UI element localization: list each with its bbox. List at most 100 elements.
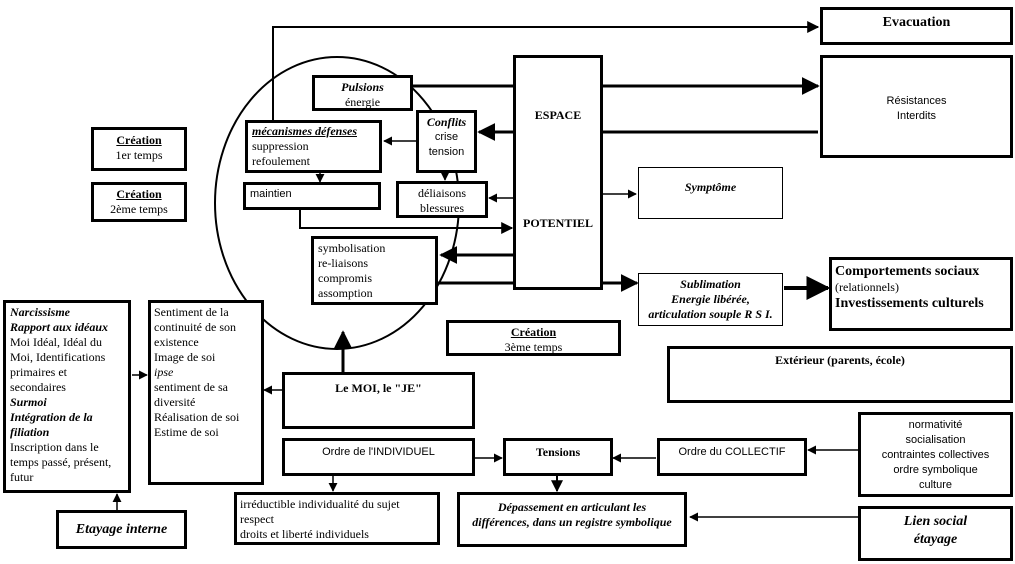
symptome-label: Symptôme: [684, 180, 737, 194]
narcissisme-l2: Rapport aux idéaux: [10, 320, 109, 334]
arrow-maintien-potentiel: [299, 210, 514, 234]
narcissisme-l9: filiation: [10, 425, 50, 439]
creation-2-title: Création: [116, 187, 162, 201]
normativite-box: normativité socialisation contraintes co…: [858, 412, 1013, 497]
deliaisons-line2: blessures: [420, 201, 464, 215]
depassement-l2: différences, dans un registre symbolique: [472, 515, 672, 529]
deliaisons-box: déliaisons blessures: [396, 181, 488, 218]
irreductible-l3: droits et liberté individuels: [240, 527, 369, 541]
sentiment-l2: continuité de son: [154, 320, 236, 334]
symptome-box: Symptôme: [638, 167, 783, 219]
creation-2-box: Création 2ème temps: [91, 182, 187, 222]
tensions-label: Tensions: [535, 445, 581, 459]
narcissisme-l11: temps passé, présent,: [10, 455, 112, 469]
narcissisme-l1: Narcissisme: [10, 305, 70, 319]
creation-1-box: Création 1er temps: [91, 127, 187, 171]
narcissisme-l12: futur: [10, 470, 34, 484]
symbolisation-box: symbolisation re-liaisons compromis asso…: [311, 236, 438, 305]
sentiment-l1: Sentiment de la: [154, 305, 229, 319]
conflits-title: Conflits: [426, 115, 467, 129]
symbolisation-line1: symbolisation: [318, 241, 386, 255]
narcissisme-l8: Intégration de la: [10, 410, 93, 424]
moi-box: Le MOI, le "JE": [282, 372, 475, 429]
sublimation-line2: articulation souple R S I.: [648, 307, 773, 321]
ordre-individuel-box: Ordre de l'INDIVIDUEL: [282, 438, 475, 476]
symbolisation-line2: re-liaisons: [318, 256, 368, 270]
conflits-line2: tension: [428, 146, 465, 158]
narcissisme-box: Narcissisme Rapport aux idéaux Moi Idéal…: [3, 300, 131, 493]
espace-label: ESPACE: [534, 108, 582, 122]
narcissisme-l10: Inscription dans le: [10, 440, 99, 454]
pulsions-title: Pulsions: [341, 80, 384, 94]
sentiment-l4: Image de soi: [154, 350, 216, 364]
creation-1-title: Création: [116, 133, 162, 147]
ordre-collectif-box: Ordre du COLLECTIF: [657, 438, 807, 476]
mecanismes-line1: suppression: [252, 139, 309, 153]
mecanismes-title: mécanismes défenses: [252, 124, 357, 138]
narcissisme-l6: secondaires: [10, 380, 66, 394]
resistances-label: Résistances: [886, 95, 947, 107]
espace-potentiel-box: ESPACE POTENTIEL: [513, 55, 603, 290]
pulsions-box: Pulsions énergie: [312, 75, 413, 111]
lien-social-box: Lien social étayage: [858, 506, 1013, 561]
creation-1-sub: 1er temps: [115, 148, 163, 162]
normativite-l4: ordre symbolique: [893, 464, 978, 476]
sentiment-l5: ipse: [154, 365, 174, 379]
ordre-collectif-label: Ordre du COLLECTIF: [678, 446, 786, 458]
sentiment-box: Sentiment de la continuité de son existe…: [148, 300, 264, 485]
exterieur-box: Extérieur (parents, école): [667, 346, 1013, 403]
mecanismes-box: mécanismes défenses suppression refoulem…: [245, 120, 382, 173]
sentiment-l8: Réalisation de soi: [154, 410, 240, 424]
narcissisme-l7: Surmoi: [10, 395, 47, 409]
etayage-interne-label: Etayage interne: [75, 522, 168, 537]
mecanismes-line2: refoulement: [252, 154, 310, 168]
sentiment-l7: diversité: [154, 395, 196, 409]
narcissisme-l3: Moi Idéal, Idéal du: [10, 335, 102, 349]
moi-label: Le MOI, le "JE": [335, 381, 422, 395]
sentiment-l3: existence: [154, 335, 199, 349]
depassement-l1: Dépassement en articulant les: [497, 500, 647, 514]
creation-3-title: Création: [510, 325, 557, 339]
sublimation-title: Sublimation: [680, 277, 741, 291]
symbolisation-line3: compromis: [318, 271, 372, 285]
depassement-box: Dépassement en articulant les différence…: [457, 492, 687, 547]
interdits-label: Interdits: [896, 110, 937, 122]
arrow-to-evacuation: [272, 21, 820, 120]
symbolisation-line4: assomption: [318, 286, 373, 300]
etayage-interne-box: Etayage interne: [56, 510, 187, 549]
pulsions-sub: énergie: [344, 95, 381, 109]
potentiel-label: POTENTIEL: [522, 216, 594, 230]
lien-social-l2: étayage: [913, 532, 958, 547]
maintien-label: maintien: [250, 188, 292, 200]
investissements-title: Investissements culturels: [835, 296, 984, 311]
comportements-box: Comportements sociaux (relationnels) Inv…: [829, 257, 1013, 331]
lien-social-l1: Lien social: [903, 514, 968, 529]
comportements-sub: (relationnels): [835, 280, 899, 294]
creation-2-sub: 2ème temps: [110, 202, 168, 216]
conflits-line1: crise: [434, 131, 459, 143]
narcissisme-l5: primaires et: [10, 365, 67, 379]
normativite-l2: socialisation: [905, 434, 966, 446]
normativite-l1: normativité: [908, 419, 963, 431]
ordre-individuel-label: Ordre de l'INDIVIDUEL: [322, 446, 435, 458]
maintien-box: maintien: [243, 182, 381, 210]
exterieur-label: Extérieur (parents, école): [775, 353, 905, 367]
sentiment-l9: Estime de soi: [154, 425, 219, 439]
irreductible-l1: irréductible individualité du sujet: [240, 497, 400, 511]
deliaisons-line1: déliaisons: [418, 186, 466, 200]
conflits-box: Conflits crise tension: [416, 110, 477, 173]
creation-3-sub: 3ème temps: [504, 340, 563, 354]
comportements-title: Comportements sociaux: [835, 264, 980, 279]
normativite-l3: contraintes collectives: [881, 449, 990, 461]
narcissisme-l4: Moi, Identifications: [10, 350, 106, 364]
irreductible-box: irréductible individualité du sujet resp…: [234, 492, 440, 545]
sentiment-l6: sentiment de sa: [154, 380, 228, 394]
tensions-box: Tensions: [503, 438, 613, 476]
sublimation-box: Sublimation Energie libérée, articulatio…: [638, 273, 783, 326]
sublimation-line1: Energie libérée,: [671, 292, 750, 306]
normativite-l5: culture: [918, 479, 953, 491]
evacuation-box: Evacuation: [820, 7, 1013, 45]
evacuation-label: Evacuation: [882, 15, 951, 30]
